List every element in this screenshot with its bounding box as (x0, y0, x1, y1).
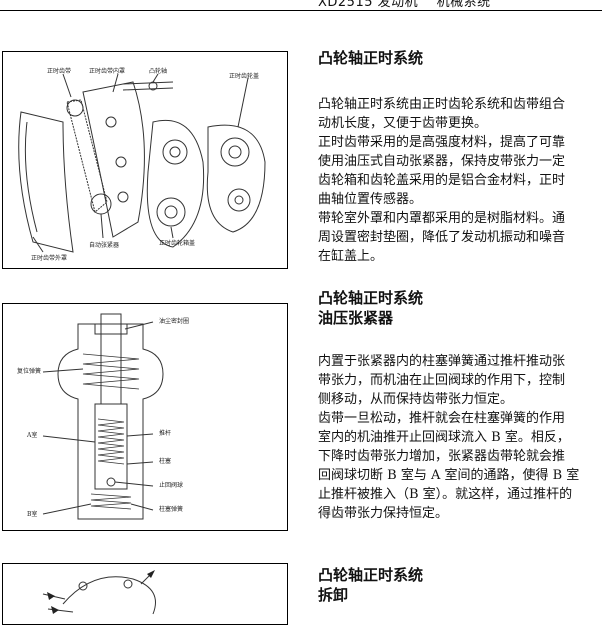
body-line: 带张力，而机油在止回阀球的作用下，控制 (318, 373, 566, 388)
fig1-label-belt: 正时齿带 (47, 68, 72, 75)
section-hydraulic-tensioner: 凸轮轴正时系统 油压张紧器 内置于张紧器内的柱塞弹簧通过推杆推动张 带张力，而机… (318, 288, 602, 523)
fig2-label-push-rod: 推杆 (159, 430, 172, 437)
body-line: 使用油压式自动张紧器，保持皮带张力一定 (318, 154, 566, 169)
body-line: 止推杆被推入（B 室）。就这样，通过推杆的 (318, 487, 573, 502)
body-line: 回阀球切断 B 室与 A 室间的通路，使得 B 室 (318, 468, 580, 483)
section-title: 凸轮轴正时系统 (318, 566, 424, 584)
header-rule (0, 10, 602, 11)
body-line: 动机长度，又便于齿带更换。 (318, 116, 488, 131)
fig1-label-inner-cover: 正时齿带内罩 (89, 68, 126, 75)
page-header: XD2515 发动机 机械系统 (0, 0, 602, 14)
section-removal: 凸轮轴正时系统 拆卸 (318, 565, 602, 605)
fig2-label-plunger-spring: 柱塞弹簧 (159, 506, 184, 513)
body-line: 曲轴位置传感器。 (318, 192, 423, 207)
section-title: 凸轮轴正时系统 (318, 289, 424, 307)
removal-drawing (42, 570, 156, 615)
section-body: 内置于张紧器内的柱塞弹簧通过推杆推动张 带张力，而机油在止回阀球的作用下，控制 … (318, 352, 602, 523)
fig2-label-oil-seal: 油尘密封圈 (159, 318, 190, 325)
fig1-label-tensioner: 自动张紧器 (89, 242, 120, 249)
fig1-label-camshaft: 凸轮轴 (149, 68, 168, 75)
section-subtitle: 拆卸 (318, 586, 349, 604)
fig2-label-return-spring: 复位弹簧 (17, 368, 42, 375)
body-line: 齿轮箱和齿轮盖采用的是铝合金材料，正时 (318, 173, 566, 188)
section-timing-system: 凸轮轴正时系统 凸轮轴正时系统由正时齿轮系统和齿带组合 动机长度，又便于齿带更换… (318, 48, 602, 266)
body-line: 带轮室外罩和内罩都采用的是树脂材料。通 (318, 211, 566, 226)
body-line: 周设置密封垫圈，降低了发动机振动和噪音 (318, 230, 566, 245)
body-line: 正时齿带采用的是高强度材料，提高了可靠 (318, 135, 566, 150)
section-title: 凸轮轴正时系统 (318, 49, 424, 67)
body-line: 侧移动，从而保持齿带张力恒定。 (318, 392, 514, 407)
timing-system-drawing (18, 73, 266, 253)
header-title: XD2515 发动机 机械系统 (318, 0, 491, 10)
body-line: 得齿带张力保持恒定。 (318, 506, 449, 521)
body-line: 凸轮轴正时系统由正时齿轮系统和齿带组合 (318, 97, 566, 112)
fig1-label-gear-cover: 正时齿轮盖 (229, 73, 260, 80)
section-subtitle: 油压张紧器 (318, 309, 394, 327)
timing-system-figure: 正时齿带 正时齿带内罩 凸轮轴 正时齿轮盖 自动张紧器 正时齿轮箱盖 正时齿带外… (2, 51, 288, 269)
body-line: 齿带一旦松动，推杆就会在柱塞弹簧的作用 (318, 411, 566, 426)
fig2-label-chamber-a: A室 (27, 432, 38, 439)
section-body: 凸轮轴正时系统由正时齿轮系统和齿带组合 动机长度，又便于齿带更换。 正时齿带采用… (318, 95, 602, 266)
removal-figure (2, 563, 288, 625)
fig1-label-outer-cover: 正时齿带外罩 (31, 255, 68, 262)
body-line: 下降时齿带张力增加，张紧器齿带轮就会推 (318, 449, 566, 464)
tensioner-figure: 油尘密封圈 复位弹簧 A室 推杆 柱塞 止回阀球 柱塞弹簧 B室 (2, 303, 288, 531)
fig1-label-gear-case-cover: 正时齿轮箱盖 (159, 240, 196, 247)
fig2-label-chamber-b: B室 (27, 511, 38, 518)
body-line: 内置于张紧器内的柱塞弹簧通过推杆推动张 (318, 354, 566, 369)
tensioner-drawing (42, 313, 164, 520)
body-line: 室内的机油推开止回阀球流入 B 室。相反， (318, 430, 570, 445)
fig2-label-check-ball: 止回阀球 (159, 482, 184, 489)
body-line: 在缸盖上。 (318, 249, 384, 264)
fig2-label-plunger: 柱塞 (159, 458, 172, 465)
